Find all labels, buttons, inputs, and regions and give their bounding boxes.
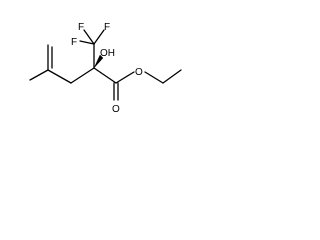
bond-ester-o-ch2: [144, 71, 164, 84]
atom-label-f-top-right: F: [104, 22, 110, 33]
chemical-structure-diagram: F F F OH O O: [29, 22, 182, 115]
bond-cf3-f-left: [79, 40, 95, 45]
bond-carbonyl-c-ester-o: [115, 71, 135, 84]
bond-cf3-f-top-right: [93, 29, 105, 45]
wedge-bond-hydroxyl: [93, 54, 104, 69]
atom-label-carbonyl-oxygen: O: [112, 104, 120, 115]
atom-label-f-left: F: [71, 37, 77, 48]
atom-label-f-top-left: F: [78, 22, 84, 33]
bond-alkene-c-ch2: [47, 69, 72, 84]
bond-quaternary-c-carbonyl-c: [93, 67, 117, 84]
bond-ch2-ch3: [162, 69, 182, 84]
atom-label-ester-oxygen: O: [135, 67, 143, 78]
atom-label-hydroxyl: OH: [100, 48, 115, 59]
bond-alkene-c-methyl: [29, 69, 49, 81]
bond-cf3-f-top-left: [83, 29, 95, 45]
bond-ch2-quaternary-c: [70, 67, 95, 84]
